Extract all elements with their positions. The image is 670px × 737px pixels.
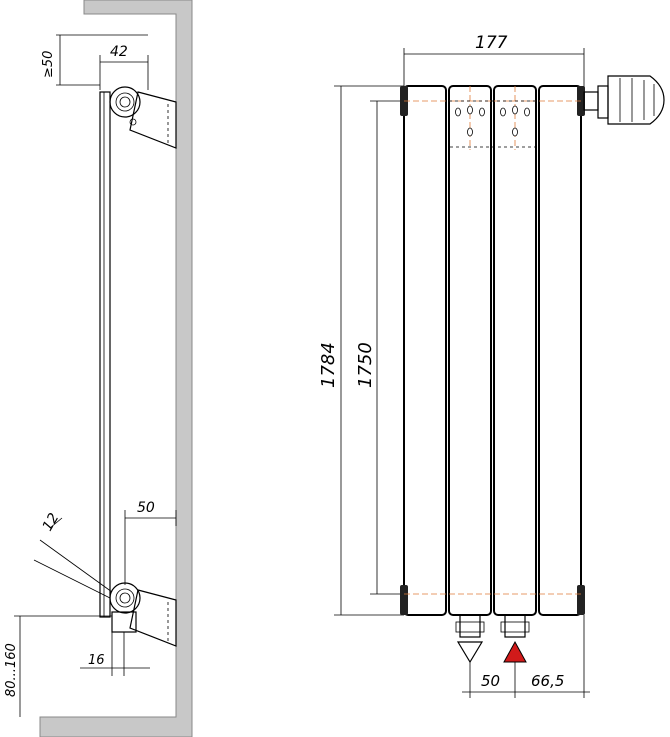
dim-total-height: 1784 [318, 342, 339, 388]
dim-axis-height: 1750 [355, 342, 376, 388]
flow-in-arrow-icon [503, 640, 527, 663]
thermostat-head-icon [583, 75, 665, 125]
radiator-side-panel [99, 91, 111, 618]
radiator-section-4 [538, 85, 582, 616]
dim-pipe-offset: 50 [137, 500, 155, 516]
radiator-section-3 [493, 85, 537, 616]
dim-width: 177 [475, 33, 508, 53]
wall [39, 0, 193, 737]
dim-inlet-offset: 66,5 [531, 672, 564, 690]
dim-floor-clearance: 80...160 [4, 643, 19, 697]
radiator-section-1 [403, 85, 447, 616]
dim-inlet-spacing: 50 [481, 672, 500, 690]
mounting-bracket [448, 100, 537, 148]
bottom-cap-left [400, 585, 408, 615]
dim-bracket-depth: 42 [110, 44, 128, 60]
dim-bottom-bracket: 16 [88, 653, 105, 668]
bottom-cap-right [577, 585, 585, 615]
dim-top-clearance: ≥50 [41, 51, 56, 78]
radiator-section-2 [448, 85, 492, 616]
flow-out-arrow-icon [456, 641, 484, 664]
inlet-pipe [504, 614, 526, 638]
bottom-valve-icon [109, 582, 141, 614]
top-valve-icon [109, 86, 141, 118]
outlet-pipe [459, 614, 481, 638]
bottom-bracket [129, 589, 177, 647]
side-view: ≥50 42 12 50 [4, 0, 193, 737]
top-bracket [129, 91, 177, 149]
front-view: 177 1784 1750 [318, 33, 665, 698]
dim-pipe-angle: 12 [40, 510, 63, 534]
mounting-holes [455, 105, 530, 137]
